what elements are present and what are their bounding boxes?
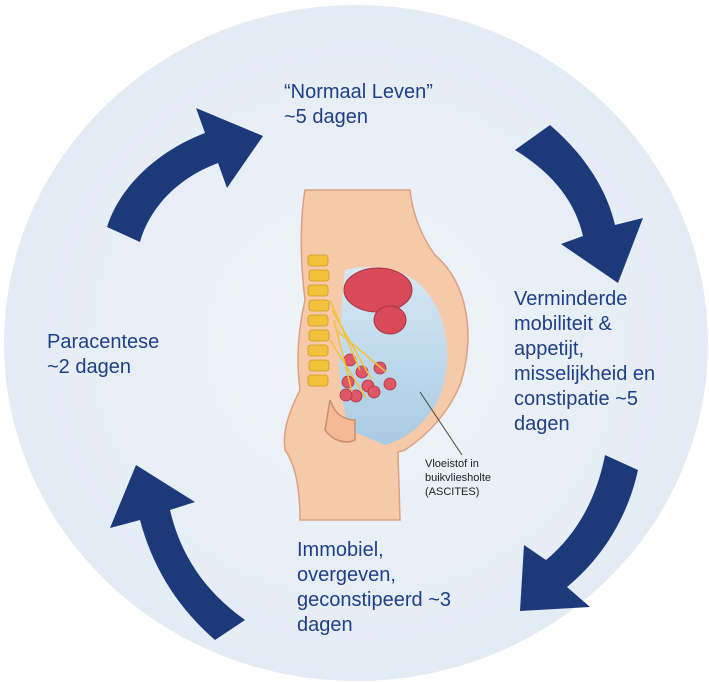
vertebra <box>308 285 328 296</box>
vertebra <box>308 315 328 326</box>
spine <box>308 255 329 386</box>
intestine-loop <box>356 366 368 378</box>
stage-label-verminderde-mobiliteit: Verminderde mobiliteit & appetijt, misse… <box>514 287 674 437</box>
stage-label-paracentese: Paracentese ~2 dagen <box>47 330 207 380</box>
vertebra <box>309 300 329 311</box>
organ-liver <box>344 268 412 312</box>
intestine-loop <box>368 386 380 398</box>
vertebra <box>309 270 329 281</box>
vertebra <box>308 345 328 356</box>
intestine-loop <box>384 378 396 390</box>
vertebra <box>308 255 328 266</box>
vertebra <box>309 360 329 371</box>
stage-label-normaal-leven: “Normaal Leven” ~5 dagen <box>284 80 484 130</box>
vertebra <box>309 330 329 341</box>
vertebra <box>308 375 328 386</box>
organ-stomach <box>374 306 406 334</box>
callout-ascites-label: Vloeistof in buikvliesholte (ASCITES) <box>425 457 535 499</box>
intestine-loop <box>340 389 352 401</box>
stage-label-immobiel: Immobiel, overgeven, geconstipeerd ~3 da… <box>297 538 477 638</box>
